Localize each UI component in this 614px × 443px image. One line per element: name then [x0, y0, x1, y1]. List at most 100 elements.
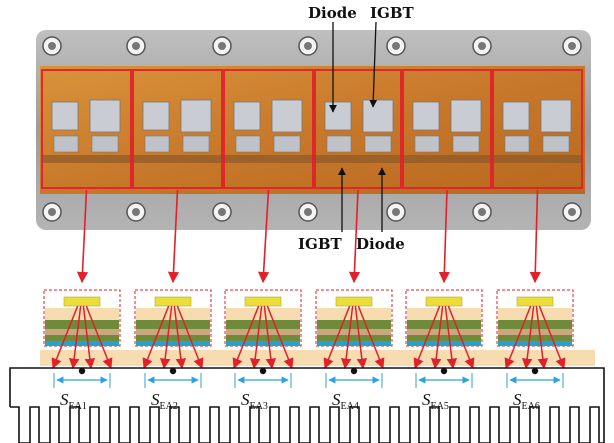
chip-layer [244, 296, 282, 307]
gate-pad [364, 135, 392, 153]
diode-chip [412, 101, 440, 131]
mounting-holes [42, 36, 582, 222]
submodule-box [132, 69, 223, 189]
spread-center-dot [440, 367, 448, 375]
heatsink-fins [10, 406, 605, 443]
heat-flow-arrow [85, 305, 113, 369]
diode-chip [142, 101, 170, 131]
connector-arrow [76, 189, 89, 284]
mounting-hole-center [392, 42, 400, 50]
spread-center-dot [169, 367, 177, 375]
heat-flow-arrow [413, 305, 441, 369]
gate-pad [91, 135, 119, 153]
mounting-hole-center [132, 208, 140, 216]
sea-label: SEA6 [513, 390, 540, 412]
heat-flow-arrow [538, 305, 566, 369]
green-layer [407, 335, 481, 341]
heat-flow-arrow [68, 305, 82, 370]
igbt-chip [540, 99, 572, 133]
gate-pad [326, 135, 352, 153]
connector-arrow [258, 189, 270, 284]
heat-flow-arrow [249, 305, 263, 370]
heat-flow-arrow [357, 305, 385, 369]
igbt-label-bottom: IGBT [298, 235, 343, 253]
heat-flow-arrow [340, 305, 354, 370]
mounting-hole-center [48, 208, 56, 216]
green-layer [136, 320, 210, 329]
tan-layer [136, 308, 210, 320]
mounting-hole-center [392, 208, 400, 216]
diode-chip [324, 101, 352, 131]
heat-flow-arrow [535, 305, 549, 370]
submodule-box [314, 69, 402, 189]
tan-layer [407, 308, 481, 320]
gate-pad [182, 135, 210, 153]
chip-array [51, 99, 572, 153]
igbt-label-top: IGBT [370, 4, 415, 22]
heat-flow-arrow [354, 305, 368, 370]
gate-pad [414, 135, 440, 153]
sea-symbol: S [60, 390, 69, 409]
heat-flow-arrow [323, 305, 351, 369]
green-layer [317, 335, 391, 341]
heat-flow-arrow [176, 305, 204, 369]
gate-pad [273, 135, 301, 153]
mounting-hole-center [478, 208, 486, 216]
heat-flow-arrow [51, 305, 79, 369]
mounting-hole-center [304, 42, 312, 50]
layer-stacks [43, 289, 574, 370]
connector-arrow [438, 189, 450, 284]
gate-pad [504, 135, 530, 153]
heat-flow-arrow [521, 305, 535, 370]
solder-layer [317, 329, 391, 335]
green-layer [226, 335, 300, 341]
heat-flow-arrow [173, 305, 187, 370]
gate-pad [542, 135, 570, 153]
copper-layer [498, 341, 572, 346]
copper-layer [317, 341, 391, 346]
heat-flow-arrow [430, 305, 444, 370]
mounting-hole-center [478, 42, 486, 50]
green-layer [226, 320, 300, 329]
sea-subscript: EA2 [160, 401, 178, 412]
gate-pad [144, 135, 170, 153]
green-layer [317, 320, 391, 329]
igbt-chip [362, 99, 394, 133]
mounting-hole-center [48, 42, 56, 50]
diode-chip [233, 101, 261, 131]
connector-arrow [348, 189, 361, 284]
green-layer [498, 335, 572, 341]
bus-bar [42, 155, 582, 163]
heat-flow-arrow [263, 305, 277, 370]
solder-layer [45, 329, 119, 335]
mounting-hole-center [132, 42, 140, 50]
heat-flow-arrow [504, 305, 532, 369]
diode-chip [51, 101, 79, 131]
sea-label: SEA5 [422, 390, 449, 412]
sea-symbol: S [241, 390, 250, 409]
spread-center-dot [78, 367, 86, 375]
submodule-connector-arrows [76, 189, 541, 284]
connector-arrow [167, 189, 180, 284]
chip-layer [63, 296, 101, 307]
copper-layer [407, 341, 481, 346]
sea-symbol: S [422, 390, 431, 409]
heatsink-outline [9, 367, 605, 407]
green-layer [407, 320, 481, 329]
copper-layer [226, 341, 300, 346]
sea-label: SEA4 [332, 390, 359, 412]
heat-flow-arrow [232, 305, 260, 369]
igbt-pointer-top [369, 21, 378, 108]
tan-layer [45, 308, 119, 320]
sea-label: SEA2 [151, 390, 178, 412]
diode-label-top: Diode [308, 4, 357, 22]
mounting-hole-center [304, 208, 312, 216]
green-layer [498, 320, 572, 329]
gate-pad [452, 135, 480, 153]
gate-pad [235, 135, 261, 153]
submodule-highlights [41, 69, 583, 189]
heat-flow-arrow [159, 305, 173, 370]
